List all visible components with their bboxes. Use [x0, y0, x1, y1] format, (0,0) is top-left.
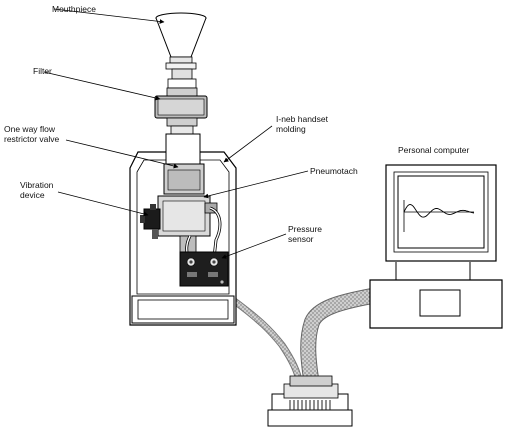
pressure-label: Pressure sensor [288, 224, 323, 244]
mouthpiece-label: Mouthpiece [52, 4, 96, 14]
computer-cable [300, 288, 374, 387]
mouthpiece [155, 12, 207, 70]
filter-label: Filter [33, 66, 52, 76]
filter [154, 87, 208, 137]
connector-tube [167, 68, 197, 89]
braided-hose [230, 297, 304, 386]
valve-housing [163, 133, 205, 195]
valve-label: One way flow restrictor valve [4, 124, 60, 144]
waveform-plot [403, 200, 475, 232]
computer-label: Personal computer [398, 145, 470, 155]
pressure-sensor [179, 251, 229, 287]
personal-computer [369, 164, 503, 329]
pneumotach-label: Pneumotach [310, 166, 358, 176]
vibration-label: Vibration device [20, 180, 54, 200]
handset-label: I-neb handset molding [276, 114, 328, 134]
acquisition-unit [267, 375, 353, 427]
leader-arrows [43, 8, 309, 259]
